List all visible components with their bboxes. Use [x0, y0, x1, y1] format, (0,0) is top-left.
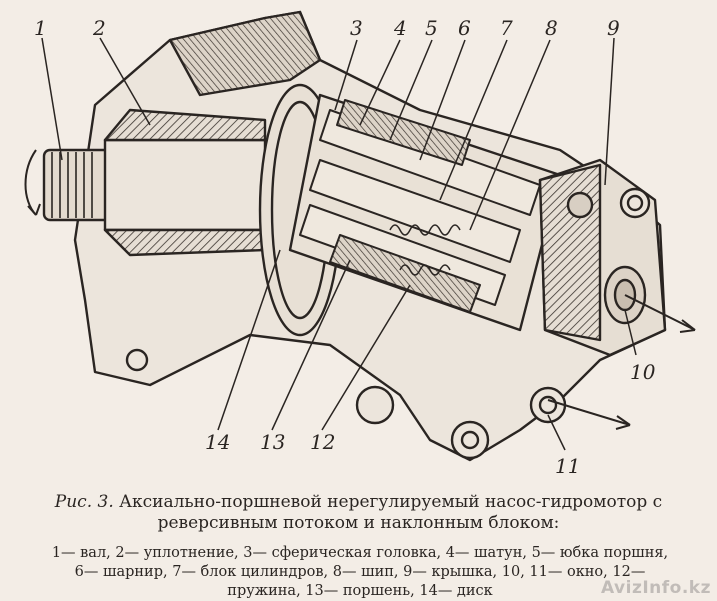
caption-line-1: Рис. 3. Аксиально-поршневой нерегулируем… [0, 492, 717, 513]
callout-6: 6 [458, 16, 471, 40]
callout-10: 10 [630, 360, 656, 384]
pump-cutaway-drawing [24, 10, 696, 462]
callout-3: 3 [350, 16, 363, 40]
legend-line-2: 6— шарнир, 7— блок цилиндров, 8— шип, 9—… [74, 564, 646, 580]
callout-1: 1 [34, 16, 47, 40]
site-watermark: AvizInfo.kz [600, 578, 711, 598]
callout-5: 5 [425, 16, 438, 40]
callout-7: 7 [500, 16, 513, 40]
caption-title: Аксиально-поршневой нерегулируемый насос… [119, 492, 663, 512]
callout-4: 4 [394, 16, 407, 40]
callout-11: 11 [555, 454, 581, 478]
figure-caption: Рис. 3. Аксиально-поршневой нерегулируем… [0, 492, 717, 534]
callout-2: 2 [93, 16, 106, 40]
figure-label: Рис. 3. [54, 492, 114, 512]
caption-line-2: реверсивным потоком и наклонным блоком: [157, 513, 560, 533]
callout-12: 12 [310, 430, 336, 454]
legend-line-1: 1— вал, 2— уплотнение, 3— сферическая го… [51, 545, 669, 561]
parts-legend: 1— вал, 2— уплотнение, 3— сферическая го… [10, 544, 710, 601]
pump-motor-illustration: 1 2 3 4 5 6 7 8 9 10 11 12 13 14 [24, 10, 696, 478]
callout-13: 13 [260, 430, 286, 454]
legend-line-3: пружина, 13— поршень, 14— диск [227, 583, 493, 599]
callout-9: 9 [607, 16, 620, 40]
callout-8: 8 [545, 16, 558, 40]
callout-14: 14 [205, 430, 231, 454]
